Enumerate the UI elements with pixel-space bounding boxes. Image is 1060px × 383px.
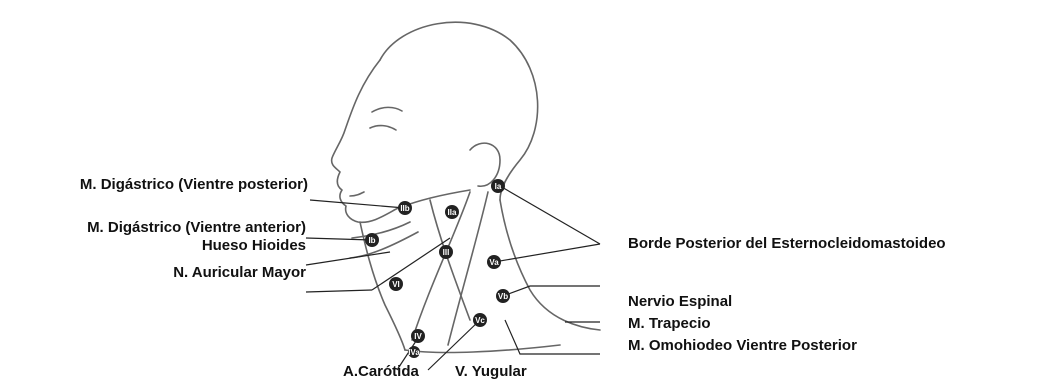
svg-text:III: III (443, 248, 450, 257)
svg-text:IIb: IIb (400, 204, 409, 213)
label-omohioideo: M. Omohiodeo Vientre Posterior (628, 337, 857, 355)
label-auricular-mayor: N. Auricular Mayor (6, 264, 306, 282)
svg-text:Vc: Vc (475, 316, 485, 325)
svg-text:IIa: IIa (448, 208, 457, 217)
svg-text:Ib: Ib (368, 236, 375, 245)
svg-text:IVa: IVa (408, 348, 420, 357)
label-nervio-espinal: Nervio Espinal (628, 293, 732, 311)
label-digastrico-posterior: M. Digástrico (Vientre posterior) (6, 176, 308, 194)
label-hueso-hioides: Hueso Hioides (6, 237, 306, 255)
svg-text:IV: IV (414, 332, 422, 341)
face-outline (332, 60, 398, 222)
svg-text:Ia: Ia (495, 182, 502, 191)
svg-text:VI: VI (392, 280, 400, 289)
label-digastrico-anterior: M. Digástrico (Vientre anterior) (6, 219, 306, 237)
level-markers: IIb Ib Ia IIa III VI Va Vb IV Vc IVa (365, 179, 510, 358)
label-borde-posterior-scm: Borde Posterior del Esternocleidomastoid… (628, 235, 946, 253)
label-carotida: A.Carótida (343, 363, 419, 381)
skull-outline (380, 22, 538, 200)
svg-text:Vb: Vb (498, 292, 508, 301)
label-trapecio: M. Trapecio (628, 315, 711, 333)
svg-text:Va: Va (489, 258, 499, 267)
label-yugular: V. Yugular (455, 363, 527, 381)
